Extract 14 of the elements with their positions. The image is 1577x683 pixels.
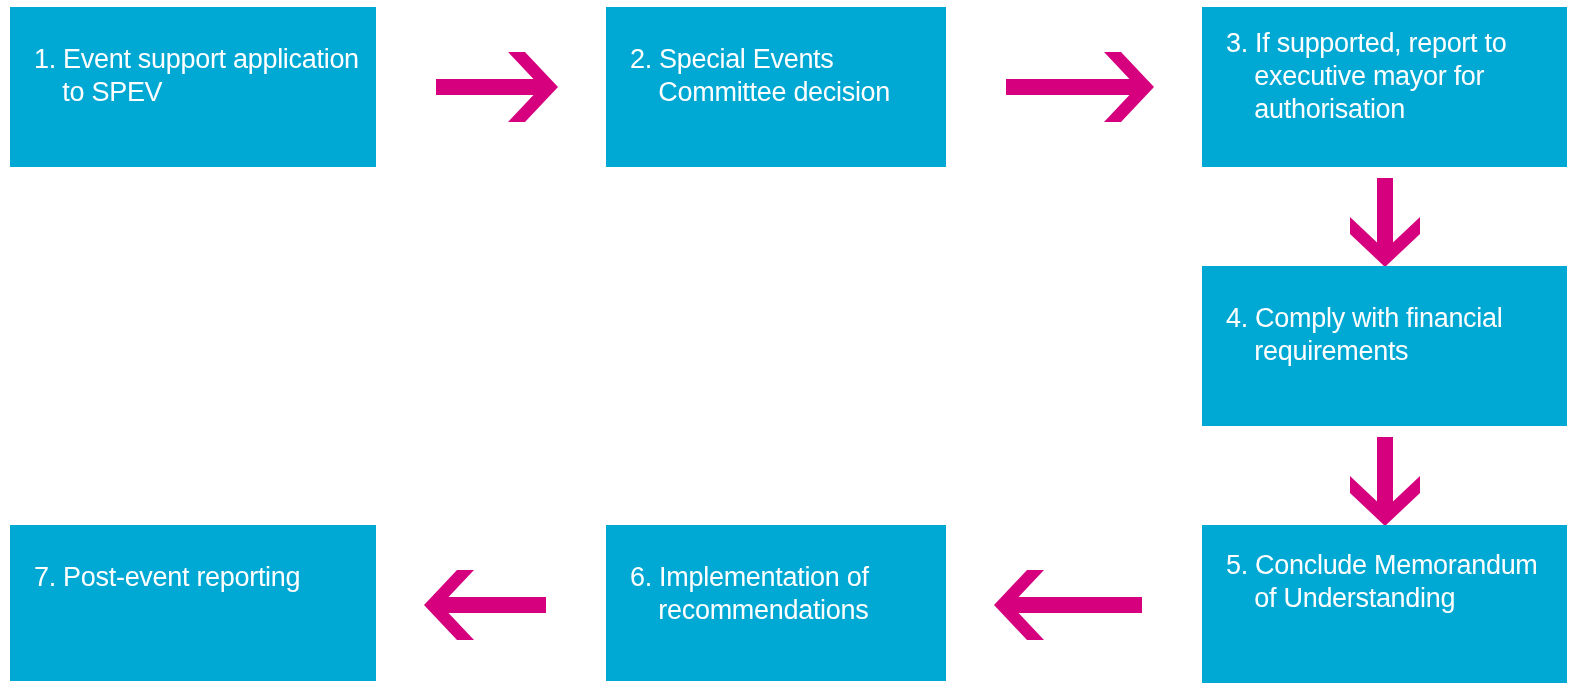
process-box [10, 7, 376, 167]
step-text: 6. Implementation of recommendations [630, 561, 870, 627]
process-box [1202, 7, 1567, 167]
step-text: 2. Special Events Committee decision [630, 43, 892, 109]
process-box [606, 525, 946, 681]
step-text: 5. Conclude Memorandum of Understanding [1226, 549, 1539, 615]
step-text: 7. Post-event reporting [34, 561, 302, 594]
process-box [1202, 525, 1567, 683]
step-text: 3. If supported, report to executive mayor for authorisation [1226, 27, 1508, 126]
step-text: 1. Event support application to SPEV [34, 43, 360, 109]
step-text: 4. Comply with financial requirements [1226, 302, 1504, 368]
process-box [1202, 266, 1567, 426]
process-box [10, 525, 376, 681]
process-box [606, 7, 946, 167]
